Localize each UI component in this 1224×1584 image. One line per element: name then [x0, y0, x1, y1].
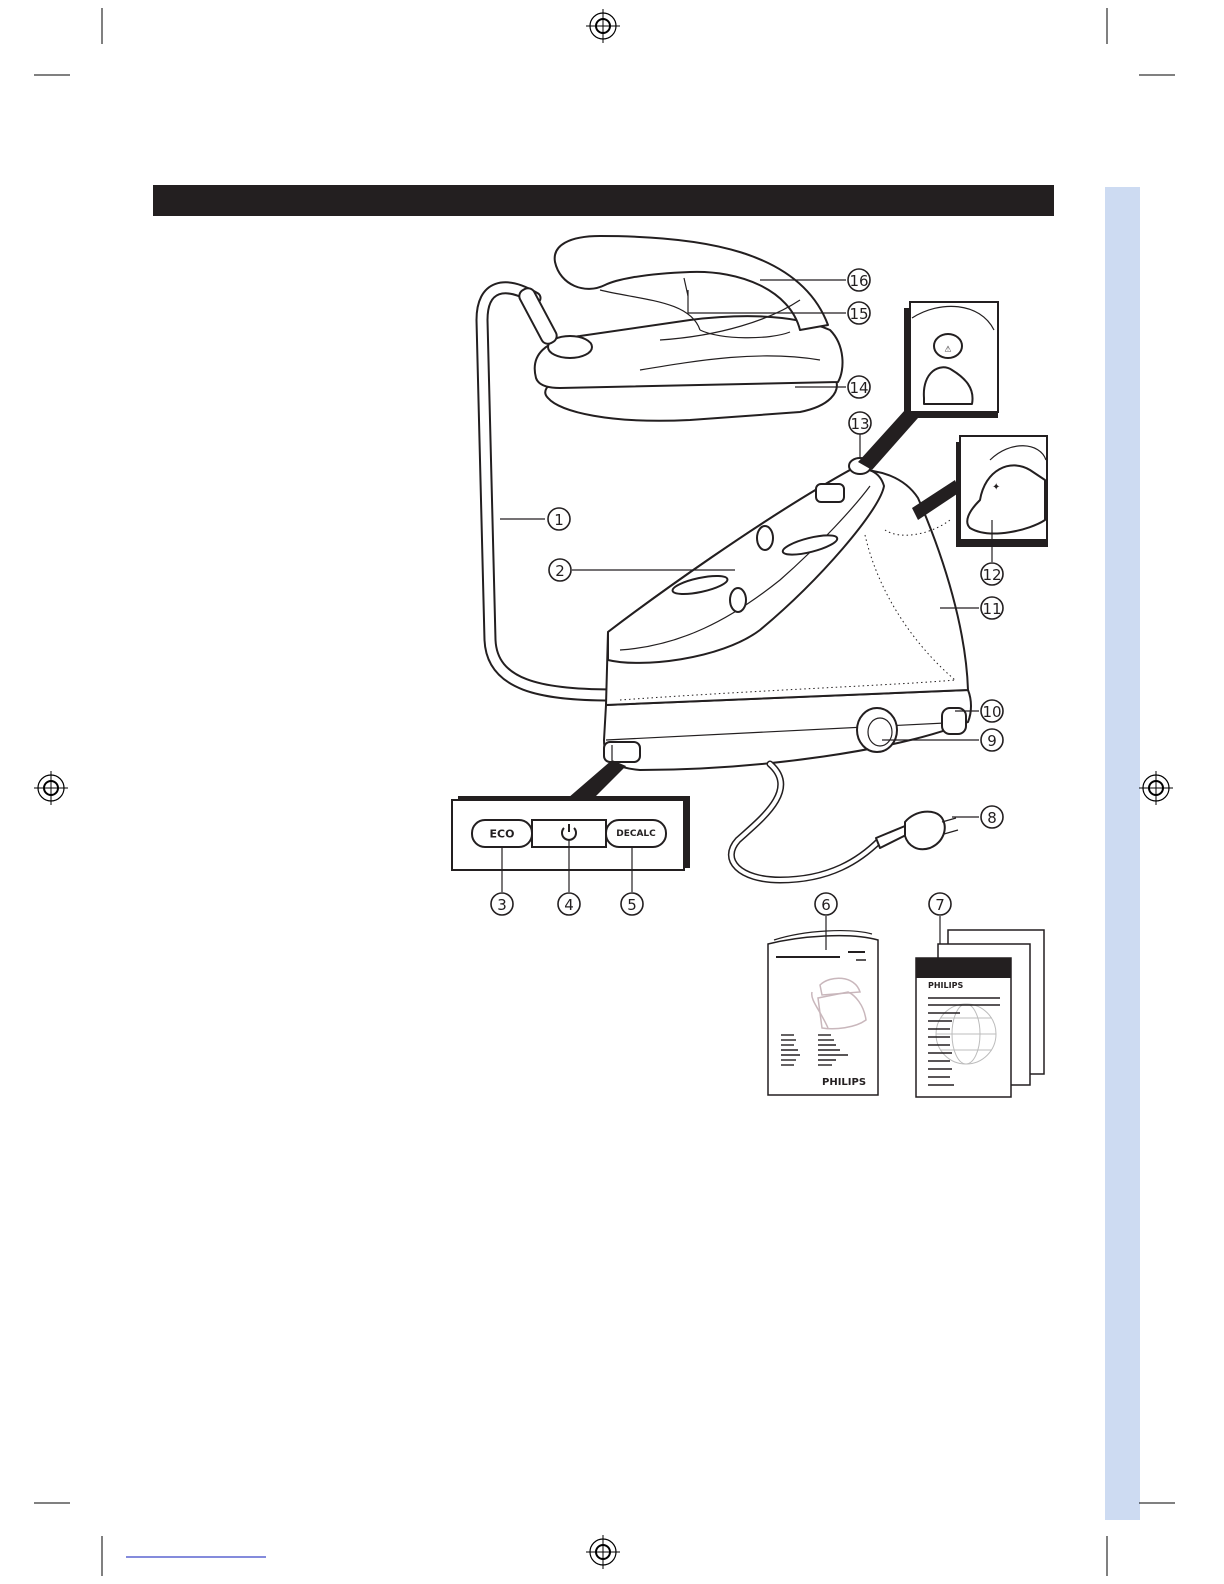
- svg-text:14: 14: [849, 379, 868, 397]
- callout-15: 15: [848, 302, 870, 324]
- callout-5: 5: [621, 893, 643, 915]
- registration-mark-right: [1139, 771, 1173, 805]
- registration-mark-top: [586, 9, 620, 43]
- control-panel-detail: ECO DECALC: [452, 760, 690, 870]
- base-station: [604, 458, 971, 770]
- svg-text:13: 13: [850, 415, 869, 433]
- callout-4: 4: [558, 893, 580, 915]
- svg-text:3: 3: [497, 896, 507, 914]
- svg-text:1: 1: [554, 511, 564, 529]
- svg-text:12: 12: [982, 566, 1001, 584]
- manual-brand: PHILIPS: [822, 1077, 866, 1088]
- callout-2: 2: [549, 559, 571, 581]
- svg-text:6: 6: [821, 896, 831, 914]
- callout-7: 7: [929, 893, 951, 915]
- control-panel-location: [604, 742, 640, 762]
- svg-text:11: 11: [982, 600, 1001, 618]
- callout-6: 6: [815, 893, 837, 915]
- svg-text:7: 7: [935, 896, 945, 914]
- callout-10: 10: [981, 700, 1003, 722]
- svg-text:5: 5: [627, 896, 637, 914]
- callout-13: 13: [849, 412, 871, 434]
- svg-text:✦: ✦: [992, 482, 1000, 493]
- svg-text:15: 15: [849, 305, 868, 323]
- svg-text:16: 16: [849, 272, 868, 290]
- registration-mark-left: [34, 771, 68, 805]
- svg-text:9: 9: [987, 732, 997, 750]
- callout-9: 9: [981, 729, 1003, 751]
- steam-iron: [517, 236, 843, 421]
- callout-11: 11: [981, 597, 1003, 619]
- svg-text:8: 8: [987, 809, 997, 827]
- callout-8: 8: [981, 806, 1003, 828]
- registration-mark-bottom: [586, 1535, 620, 1569]
- decalc-button-label: DECALC: [616, 829, 656, 839]
- svg-text:⚠: ⚠: [944, 345, 951, 354]
- callout-1: 1: [548, 508, 570, 530]
- eco-button-label: ECO: [490, 828, 515, 841]
- callout-3: 3: [491, 893, 513, 915]
- mains-cord: [731, 764, 880, 880]
- mains-plug: [876, 812, 958, 850]
- svg-text:2: 2: [555, 562, 565, 580]
- svg-text:4: 4: [564, 896, 574, 914]
- svg-text:10: 10: [982, 703, 1001, 721]
- callout-14: 14: [848, 376, 870, 398]
- rinse-drain-cover: [942, 708, 966, 734]
- iron-handle: [555, 236, 828, 330]
- callout-16: 16: [848, 269, 870, 291]
- user-manual-booklet: PHILIPS: [768, 931, 878, 1095]
- detail-inset-steam-trigger: ✦: [912, 436, 1048, 547]
- guarantee-leaflet: PHILIPS: [916, 930, 1044, 1097]
- callout-12: 12: [981, 563, 1003, 585]
- release-catch: [816, 484, 844, 502]
- leaflet-brand: PHILIPS: [928, 981, 963, 990]
